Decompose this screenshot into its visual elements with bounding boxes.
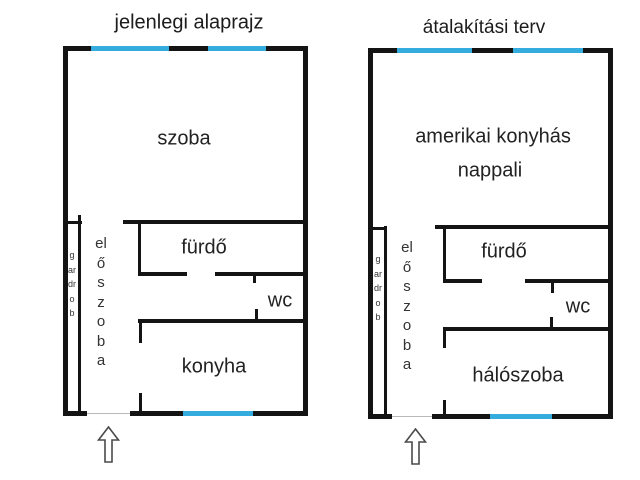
renovation-outer-wall-left [368,48,373,419]
room-label-konyha: konyha [181,355,247,378]
renovation-window-top-right [513,48,583,53]
current-wc-door-jamb-top [253,272,256,283]
room-label-haloszoba: hálószoba [472,364,564,387]
renovation-bathroom-wall-bottom-b [525,279,608,283]
room-label-nappali-line2: nappali [457,159,523,182]
current-outer-wall-bottom-a [63,411,87,416]
room-label-gardrob-current: gardrob [67,250,76,318]
renovation-outer-wall-bottom-b [432,414,490,419]
current-bathroom-wall-bottom-a [138,272,187,276]
current-wc-door-jamb-bottom [255,309,258,319]
current-kitchen-wall-left-a [139,319,142,343]
renovation-wardrobe-wall-top [373,227,387,230]
renovation-wardrobe-wall-right [384,226,387,418]
renovation-outer-wall-top [368,48,613,53]
current-bathroom-wall-top [123,220,303,224]
current-wardrobe-wall-top [68,221,82,224]
current-bathroom-wall-bottom-b [215,272,303,276]
room-label-eloszoba-renovation: előszoba [401,239,413,373]
renovation-window-bottom [490,414,552,419]
room-label-gardrob-renovation: gardrob [373,254,382,322]
renovation-wc-door-jamb-bottom [550,317,553,327]
entrance-arrow-icon [97,426,120,463]
room-label-szoba: szoba [157,127,211,150]
room-label-wc-renovation: wc [565,295,591,318]
current-outer-wall-left [63,46,68,416]
renovation-bathroom-wall-bottom-a [443,279,482,283]
current-kitchen-wall-left-b [139,393,142,416]
renovation-outer-wall-bottom-c [552,414,613,419]
renovation-outer-wall-right [608,48,613,419]
renovation-bathroom-wall-left [443,225,446,283]
room-label-wc-current: wc [267,289,293,312]
renovation-outer-wall-bottom-a [368,414,392,419]
plan-title-current: jelenlegi alaprajz [114,11,264,34]
current-wc-wall-bottom [138,319,303,323]
current-outer-wall-bottom-c [253,411,308,416]
renovation-window-top-left [397,48,472,53]
renovation-bedroom-wall-left-b [443,400,446,418]
renovation-bedroom-wall-left-a [443,327,446,348]
room-label-furdo-renovation: fürdő [481,240,527,263]
renovation-wc-door-jamb-top [551,279,554,293]
current-outer-wall-bottom-b [130,411,183,416]
current-wardrobe-wall-right [78,215,81,416]
room-label-nappali-line1: amerikai konyhás [415,125,571,148]
renovation-entrance-door-opening [392,416,432,417]
current-outer-wall-right [303,46,308,416]
room-label-eloszoba-current: előszoba [95,235,107,369]
current-bathroom-wall-left [138,220,141,276]
plan-title-renovation: átalakítási terv [422,17,546,38]
current-window-bottom [183,411,253,416]
entrance-arrow-icon [404,428,427,465]
current-window-top-right [208,46,266,51]
renovation-wc-wall-bottom [443,327,608,331]
renovation-bathroom-wall-top [435,225,613,229]
room-label-furdo-current: fürdő [181,236,227,259]
current-outer-wall-top [63,46,308,51]
current-window-top-left [91,46,169,51]
current-entrance-door-opening [87,413,130,414]
